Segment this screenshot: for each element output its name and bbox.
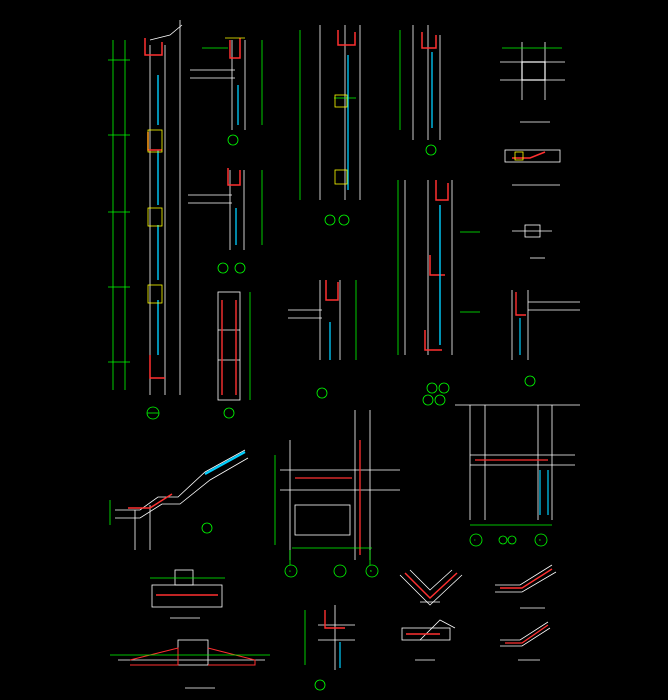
column-detail-right [397,25,480,406]
wall-section-left [108,20,183,420]
right-column-details [500,42,580,387]
detail-label-b: B [370,569,372,573]
detail-label-a: A [289,569,291,573]
frame-section-right [455,404,580,547]
parapet-details [188,37,263,419]
column-detail-center [288,25,361,399]
bottom-details [110,564,557,691]
stair-ramp-detail [109,449,249,550]
foundation-section [274,410,400,578]
detail-label-c: C [474,538,476,542]
detail-label-d: D [539,538,541,542]
